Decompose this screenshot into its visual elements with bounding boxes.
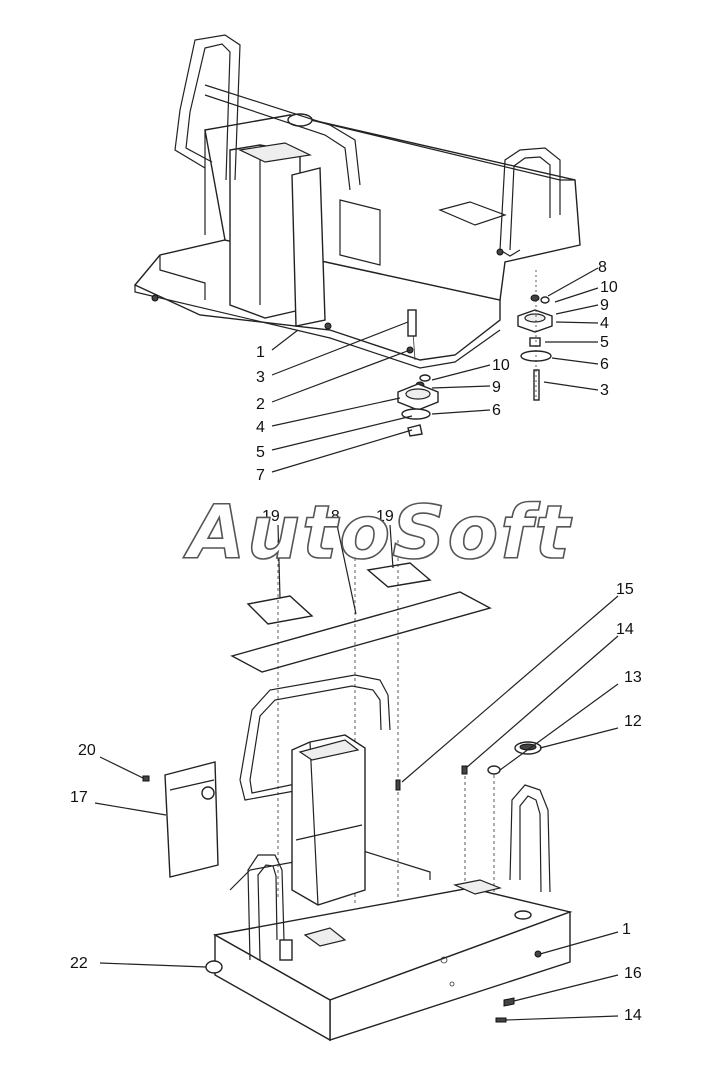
nut-left: [407, 424, 423, 437]
lower-right-handrail: [509, 784, 551, 893]
callout-5-upper-left: 5: [256, 444, 265, 461]
callout-14-lower: 14: [624, 1007, 642, 1024]
grommet-13: [487, 765, 501, 775]
strip-18: [230, 591, 492, 673]
callout-2-upper: 2: [256, 396, 265, 413]
callout-18: 18: [322, 508, 340, 525]
callout-3-upper-left: 3: [256, 369, 265, 386]
upper-mount-stack-left: [397, 309, 439, 437]
callout-9-upper-mid: 9: [492, 379, 501, 396]
callout-20: 20: [78, 742, 96, 759]
plug-22: [205, 960, 223, 974]
pad-19-right: [366, 562, 432, 588]
upper-mount-stack-right: [517, 270, 553, 401]
callout-15: 15: [616, 581, 634, 598]
callout-3-upper-right: 3: [600, 382, 609, 399]
stud-bolt: [407, 309, 417, 337]
callout-10-upper-right: 10: [600, 279, 618, 296]
screw-15: [395, 779, 401, 791]
upper-seat-frame-assembly: [133, 34, 581, 369]
callout-19-left: 19: [262, 508, 280, 525]
upper-right-handrail: [499, 147, 561, 251]
callout-8-upper-right: 8: [598, 259, 607, 276]
upper-pedestal-column: [229, 144, 301, 319]
watermark-logo: AutoSoft: [183, 490, 572, 576]
callout-1-upper: 1: [256, 344, 265, 361]
callout-4-upper-left: 4: [256, 419, 265, 436]
callout-1-lower: 1: [622, 921, 631, 938]
upper-left-handrail: [179, 34, 241, 181]
callout-12: 12: [624, 713, 642, 730]
upper-leader-lines: [271, 267, 599, 473]
pin-right: [533, 369, 540, 401]
lower-rear-handrail: [239, 674, 391, 781]
lower-pedestal-column: [291, 734, 366, 906]
callout-13: 13: [624, 669, 642, 686]
callout-14-upper: 14: [616, 621, 634, 638]
callout-4-upper-right: 4: [600, 315, 609, 332]
lower-callout-labels: 19 18 19 15 14 13 12 20 17 1 22 16 14: [70, 508, 642, 1024]
callout-17: 17: [70, 789, 88, 806]
screw-14-upper: [461, 765, 468, 775]
callout-9-upper-right: 9: [600, 297, 609, 314]
upper-callout-labels: 1 3 2 4 5 7 10 9 6 8 10 9 4 5 6 3: [256, 259, 618, 484]
callout-22: 22: [70, 955, 88, 972]
screw-14-lower: [495, 1017, 507, 1023]
callout-6-upper-right: 6: [600, 356, 609, 373]
lower-exploded-assembly: [94, 524, 619, 1042]
pad-19-left: [246, 595, 314, 625]
plug-16: [503, 997, 515, 1007]
callout-5-upper-right: 5: [600, 334, 609, 351]
cover-panel-17: [164, 761, 219, 878]
callout-7-upper: 7: [256, 467, 265, 484]
callout-6-upper-mid: 6: [492, 402, 501, 419]
screw-20: [142, 775, 150, 782]
callout-19-right: 19: [376, 508, 394, 525]
callout-16: 16: [624, 965, 642, 982]
lower-front-left-handrail: [247, 854, 285, 961]
callout-10-upper-mid: 10: [492, 357, 510, 374]
